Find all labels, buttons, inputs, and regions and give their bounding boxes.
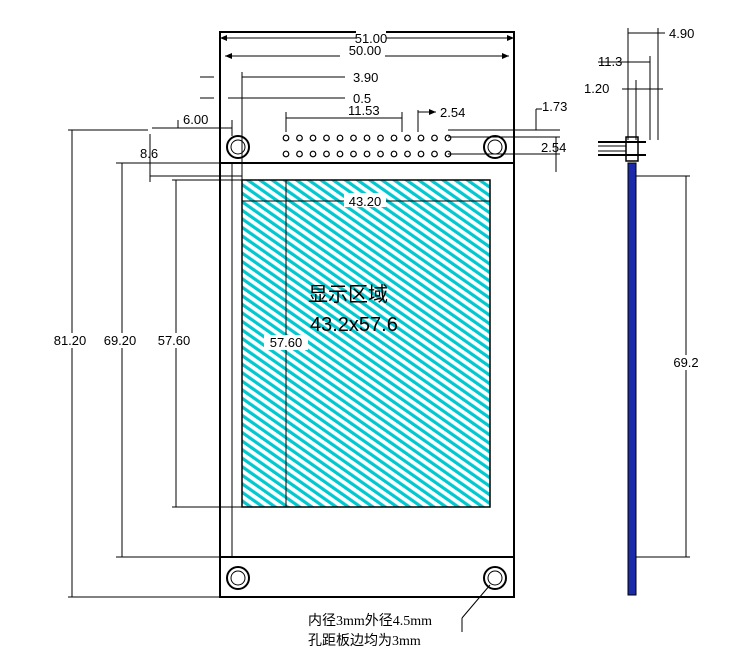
dim-display-height-inner: 57.60	[264, 180, 308, 507]
header-pin	[404, 150, 411, 158]
dim-pin-pitch: 2.54	[417, 105, 465, 132]
header-pin	[350, 134, 357, 142]
label-pin-span: 11.53	[348, 103, 380, 118]
label-overall-width: 51.00	[355, 31, 388, 46]
dim-pin-offset: 1.73	[448, 99, 567, 131]
label-offset-05: 0.5	[353, 91, 371, 106]
header-pin	[323, 134, 330, 142]
label-display-height-outer: 57.60	[158, 333, 191, 348]
mounting-hole-top-left	[226, 135, 250, 159]
dim-side-pin-len: 1.20	[584, 80, 663, 140]
header-pin	[431, 134, 438, 142]
label-overall-height: 81.20	[54, 333, 87, 348]
header-pin	[404, 134, 411, 142]
header-pin	[390, 150, 398, 158]
mounting-hole-bottom-left	[226, 566, 250, 590]
label-pin-pitch: 2.54	[440, 105, 465, 120]
dim-offset-05: 0.5	[200, 91, 371, 106]
label-side-height: 69.2	[673, 355, 698, 370]
side-header-block	[625, 136, 639, 162]
dim-side-header-depth: 11.3	[598, 54, 651, 140]
label-side-pin-len: 1.20	[584, 81, 609, 96]
display-title: 显示区域	[308, 283, 388, 306]
dim-side-height: 69.2	[636, 175, 706, 558]
label-hole-offset: 6.00	[183, 112, 208, 127]
header-pin	[282, 150, 290, 158]
header-pin	[309, 150, 317, 158]
label-inner-width: 50.00	[349, 43, 382, 58]
label-top-margin: 8.6	[140, 146, 158, 161]
header-pin	[377, 134, 384, 142]
label-board-height: 69.20	[104, 333, 137, 348]
header-pin	[431, 150, 438, 158]
note-line-2: 孔距板边均为3mm	[308, 633, 421, 649]
dim-inner-width: 50.00	[225, 43, 509, 59]
label-display-height-inner: 57.60	[270, 335, 303, 350]
dim-top-margin: 8.6	[140, 134, 242, 182]
header-pin	[296, 134, 303, 142]
header-pin	[336, 134, 344, 142]
label-offset-390: 3.90	[353, 70, 378, 85]
header-pin	[296, 150, 303, 158]
header-pin	[417, 134, 425, 142]
dim-overall-width: 51.00	[220, 31, 514, 46]
dim-display-height-outer: 57.60	[152, 179, 242, 508]
pin-header	[282, 134, 452, 158]
dim-display-width: 43.20	[242, 193, 490, 209]
dim-side-thickness: 4.90	[627, 26, 694, 140]
dim-overall-height: 81.20	[48, 129, 220, 598]
display-size: 43.2x57.6	[310, 314, 398, 336]
label-side-thickness: 4.90	[669, 26, 694, 41]
header-pin	[282, 134, 290, 142]
header-pin	[417, 150, 425, 158]
dim-row-pitch: 2.54	[448, 136, 566, 172]
hole-note: 内径3mm外径4.5mm 孔距板边均为3mm	[308, 584, 491, 649]
header-pin	[309, 134, 317, 142]
header-pin	[444, 134, 452, 142]
header-pin	[363, 134, 371, 142]
note-line-1: 内径3mm外径4.5mm	[308, 613, 432, 629]
header-pin	[323, 150, 330, 158]
dim-offset-390: 3.90	[200, 70, 378, 180]
label-display-width: 43.20	[349, 194, 382, 209]
side-pcb	[627, 162, 637, 596]
side-view	[598, 136, 646, 596]
header-pin	[390, 134, 398, 142]
mounting-hole-bottom-right	[483, 566, 507, 590]
dim-hole-offset: 6.00	[152, 112, 233, 136]
dim-board-height: 69.20	[98, 162, 220, 558]
header-pin	[336, 150, 344, 158]
header-pin	[350, 150, 357, 158]
label-side-header-depth: 11.3	[598, 54, 622, 69]
header-pin	[377, 150, 384, 158]
mounting-hole-top-right	[483, 135, 507, 159]
label-row-pitch: 2.54	[541, 140, 566, 155]
dim-pin-span: 11.53	[285, 103, 403, 132]
label-pin-offset: 1.73	[542, 99, 567, 114]
header-pin	[363, 150, 371, 158]
